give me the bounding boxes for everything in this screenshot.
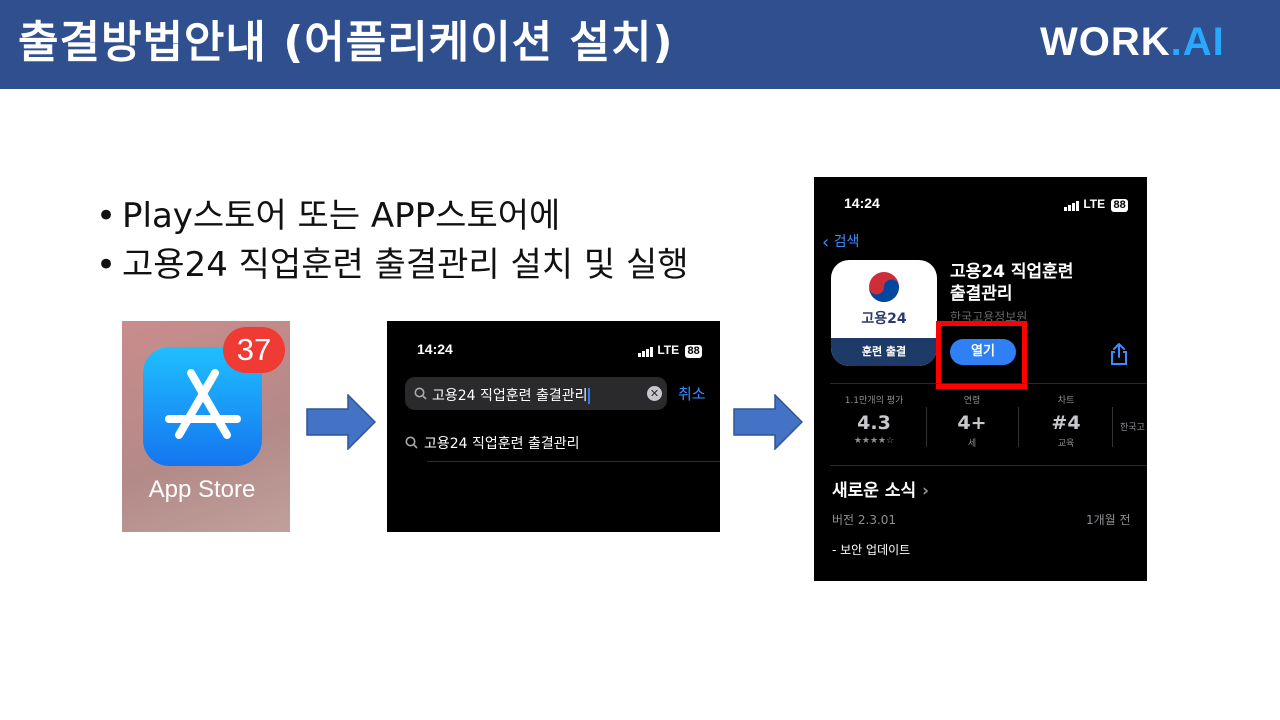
stat-separator bbox=[926, 407, 927, 447]
app-name-label: App Store bbox=[148, 476, 256, 503]
signal-icon bbox=[1064, 197, 1080, 211]
language-stat: 한국고 bbox=[1120, 423, 1145, 433]
arrow-right-icon bbox=[733, 394, 803, 450]
release-time: 1개월 전 bbox=[1086, 513, 1131, 527]
status-time: 14:24 bbox=[844, 195, 880, 211]
status-indicators: LTE 88 bbox=[638, 343, 702, 358]
divider bbox=[830, 465, 1147, 466]
highlight-box bbox=[936, 321, 1027, 389]
search-screenshot: 14:24 LTE 88 고용24 직업훈련 출결관리 ✕ 취소 고용24 직업… bbox=[387, 321, 720, 532]
search-icon bbox=[405, 436, 418, 449]
app-detail-screenshot: 14:24 LTE 88 ‹ 검색 고용24 훈련 출결 고용24 직업훈련 출… bbox=[814, 177, 1147, 581]
status-time: 14:24 bbox=[417, 341, 453, 357]
network-label: LTE bbox=[1083, 197, 1106, 211]
suggestion-text: 고용24 직업훈련 출결관리 bbox=[424, 436, 580, 452]
chart-stat: 차트 #4 교육 bbox=[1051, 396, 1081, 449]
bullet-text: 고용24 직업훈련 출결관리 설치 및 실행 bbox=[122, 245, 689, 285]
clear-icon[interactable]: ✕ bbox=[647, 386, 662, 401]
app-title: 고용24 직업훈련 출결관리 bbox=[950, 262, 1074, 304]
app-icon-label: 고용24 bbox=[861, 311, 907, 327]
battery-icon: 88 bbox=[1111, 199, 1128, 212]
battery-icon: 88 bbox=[685, 345, 702, 358]
search-icon bbox=[414, 387, 427, 400]
cancel-button[interactable]: 취소 bbox=[678, 385, 706, 403]
age-stat: 연령 4+ 세 bbox=[957, 396, 987, 449]
back-button[interactable]: ‹ 검색 bbox=[822, 232, 860, 253]
search-query: 고용24 직업훈련 출결관리 bbox=[432, 388, 590, 404]
developer-name: 한국고용정보원 bbox=[950, 310, 1028, 324]
work-ai-logo: WORK.AI bbox=[1040, 20, 1225, 64]
chevron-left-icon: ‹ bbox=[822, 232, 830, 253]
whats-new-heading[interactable]: 새로운 소식 › bbox=[832, 481, 930, 501]
share-icon[interactable] bbox=[1110, 343, 1128, 365]
search-input[interactable]: 고용24 직업훈련 출결관리 ✕ bbox=[405, 377, 667, 410]
arrow-right-icon bbox=[306, 394, 376, 450]
notification-badge: 37 bbox=[223, 327, 285, 373]
app-store-screenshot: 37 App Store bbox=[122, 321, 290, 532]
page-title: 출결방법안내 (어플리케이션 설치) bbox=[18, 17, 674, 68]
stat-separator bbox=[1112, 407, 1113, 447]
version-label: 버전 2.3.01 bbox=[832, 513, 897, 527]
signal-icon bbox=[638, 343, 654, 357]
app-icon: 고용24 훈련 출결 bbox=[831, 260, 937, 366]
search-suggestion[interactable]: 고용24 직업훈련 출결관리 bbox=[405, 433, 580, 453]
status-indicators: LTE 88 bbox=[1064, 197, 1128, 212]
app-icon-strip: 훈련 출결 bbox=[831, 338, 937, 366]
text-caret bbox=[587, 388, 590, 404]
open-button[interactable]: 열기 bbox=[950, 339, 1016, 365]
instruction-list: •Play스토어 또는 APP스토어에 •고용24 직업훈련 출결관리 설치 및… bbox=[96, 192, 689, 290]
taegeuk-icon bbox=[869, 272, 899, 302]
header-bar: 출결방법안내 (어플리케이션 설치) WORK.AI bbox=[0, 0, 1280, 89]
logo-o-glyph: O bbox=[1078, 20, 1111, 64]
bullet-item: •고용24 직업훈련 출결관리 설치 및 실행 bbox=[96, 245, 689, 285]
network-label: LTE bbox=[657, 343, 680, 357]
bullet-item: •Play스토어 또는 APP스토어에 bbox=[96, 196, 561, 236]
release-note: - 보안 업데이트 bbox=[832, 543, 911, 557]
chevron-right-icon: › bbox=[922, 481, 930, 501]
divider bbox=[830, 383, 1147, 384]
divider bbox=[427, 461, 720, 462]
stat-separator bbox=[1018, 407, 1019, 447]
bullet-text: Play스토어 또는 APP스토어에 bbox=[122, 196, 561, 236]
rating-stat: 1.1만개의 평가 4.3 ★★★★☆ bbox=[844, 396, 904, 446]
